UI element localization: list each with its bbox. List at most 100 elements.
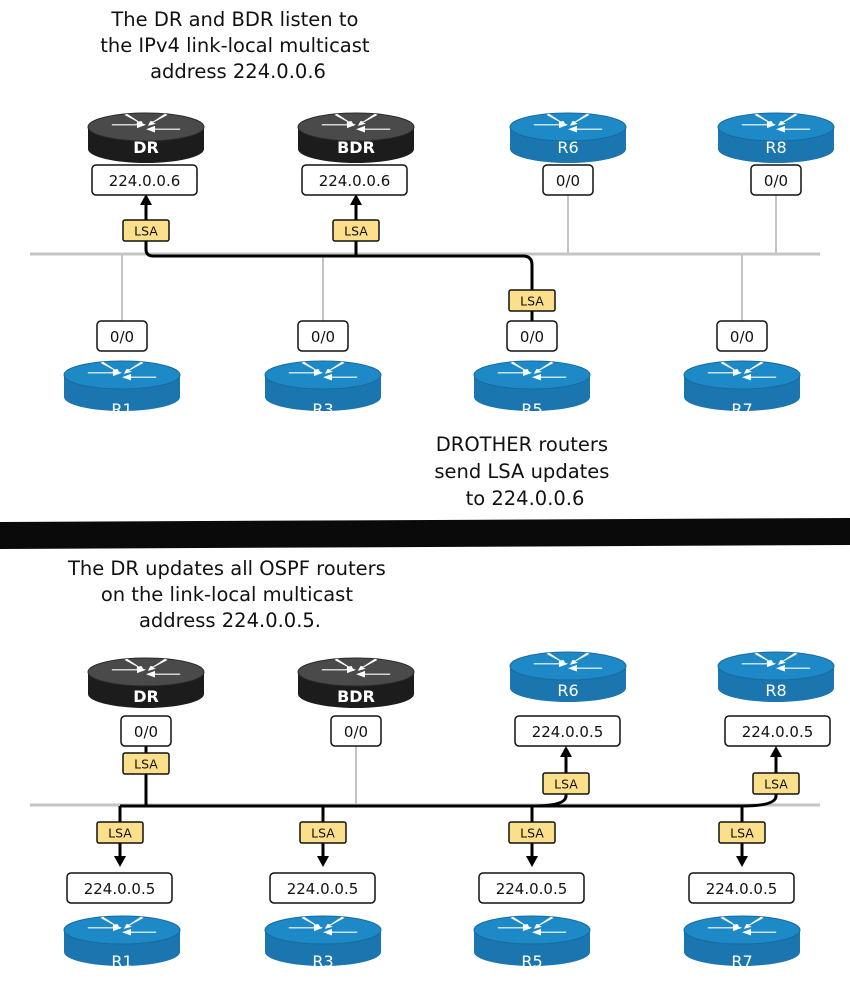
arrow-down-icon	[317, 856, 329, 867]
caption-line: The DR updates all OSPF routers	[67, 557, 386, 580]
interface-address: 224.0.0.5	[706, 880, 778, 898]
lsa-tag: LSA	[299, 821, 347, 844]
caption-line: to 224.0.0.6	[466, 487, 585, 510]
router-label: R1	[111, 952, 132, 971]
router-label: DR	[133, 138, 159, 157]
interface-address: 224.0.0.6	[109, 172, 181, 190]
interface-box-dr: 224.0.0.6	[91, 164, 198, 196]
interface-address: 224.0.0.5	[496, 880, 568, 898]
router-label: R1	[111, 400, 132, 419]
router-r5[interactable]: R5	[473, 915, 591, 971]
lsa-label: LSA	[311, 826, 335, 841]
interface-box-r5: 0/0	[506, 320, 558, 352]
caption-dr-bdr-listen: The DR and BDR listen to the IPv4 link-l…	[100, 8, 376, 83]
interface-box-r1: 224.0.0.5	[66, 872, 173, 904]
router-r6[interactable]: R6	[509, 651, 627, 702]
router-label: R3	[312, 952, 333, 971]
lsa-tag: LSA	[752, 772, 800, 795]
caption-line: address 224.0.0.5.	[139, 609, 321, 632]
interface-box-r7: 0/0	[716, 320, 768, 352]
router-r6[interactable]: R6	[509, 112, 627, 163]
lsa-tag: LSA	[332, 219, 380, 242]
router-r3[interactable]: R3	[264, 915, 382, 971]
router-r8[interactable]: R8	[717, 112, 835, 163]
lsa-label: LSA	[134, 224, 158, 239]
caption-line: the IPv4 link-local multicast	[100, 34, 370, 57]
router-r7[interactable]: R7	[683, 915, 801, 971]
arrow-down-icon	[736, 856, 748, 867]
lsa-path-to-dr	[144, 205, 534, 322]
interface-box-dr: 0/0	[120, 715, 172, 747]
router-dr[interactable]: DR	[87, 112, 205, 163]
router-label: R6	[557, 138, 578, 157]
caption-drother-send: DROTHER routers send LSA updates to 224.…	[434, 433, 615, 510]
lsa-label: LSA	[554, 777, 578, 792]
interface-box-r6: 224.0.0.5	[514, 715, 621, 747]
router-label: R6	[557, 681, 578, 700]
caption-line: on the link-local multicast	[101, 583, 354, 606]
interface-box-r1: 0/0	[96, 320, 148, 352]
router-label: R7	[731, 952, 752, 971]
lsa-label: LSA	[344, 224, 368, 239]
interface-box-r6: 0/0	[542, 164, 594, 196]
router-dr[interactable]: DR	[87, 657, 205, 708]
lsa-tag: LSA	[122, 752, 170, 775]
interface-address: 0/0	[764, 172, 788, 190]
lsa-label: LSA	[134, 757, 158, 772]
lsa-path-to-r8	[741, 757, 778, 808]
router-label: DR	[133, 687, 159, 706]
router-label: R8	[765, 681, 786, 700]
interface-address: 0/0	[110, 328, 134, 346]
interface-address: 0/0	[134, 723, 158, 741]
router-r8[interactable]: R8	[717, 651, 835, 702]
interface-box-r7: 224.0.0.5	[688, 872, 795, 904]
router-r5[interactable]: R5	[473, 360, 591, 419]
interface-address: 0/0	[344, 723, 368, 741]
router-r7[interactable]: R7	[683, 360, 801, 419]
caption-line: The DR and BDR listen to	[110, 8, 358, 31]
arrow-up-icon	[560, 746, 572, 757]
lsa-tag: LSA	[508, 821, 556, 844]
lsa-tag: LSA	[508, 289, 556, 312]
lsa-label: LSA	[520, 294, 544, 309]
router-label: R3	[312, 400, 333, 419]
lsa-tag: LSA	[542, 772, 590, 795]
interface-box-r3: 224.0.0.5	[269, 872, 376, 904]
interface-box-r3: 0/0	[297, 320, 349, 352]
bottom-panel: The DR updates all OSPF routers on the l…	[30, 557, 835, 971]
interface-box-r5: 224.0.0.5	[478, 872, 585, 904]
router-label: R7	[731, 400, 752, 419]
router-r1[interactable]: R1	[63, 915, 181, 971]
router-bdr[interactable]: BDR	[297, 112, 415, 163]
interface-address: 0/0	[730, 328, 754, 346]
lsa-label: LSA	[108, 826, 132, 841]
router-bdr[interactable]: BDR	[297, 657, 415, 708]
caption-line: address 224.0.0.6	[150, 60, 326, 83]
lsa-tag: LSA	[718, 821, 766, 844]
router-label: R8	[765, 138, 786, 157]
interface-address: 224.0.0.5	[287, 880, 359, 898]
router-label: BDR	[337, 687, 375, 706]
arrow-up-icon	[770, 746, 782, 757]
interface-box-r8: 0/0	[750, 164, 802, 196]
interface-box-r8: 224.0.0.5	[724, 715, 831, 747]
caption-dr-updates: The DR updates all OSPF routers on the l…	[67, 557, 392, 632]
router-label: R5	[521, 952, 542, 971]
lsa-label: LSA	[764, 777, 788, 792]
interface-address: 0/0	[311, 328, 335, 346]
lsa-tag: LSA	[122, 219, 170, 242]
interface-address: 224.0.0.5	[84, 880, 156, 898]
router-r3[interactable]: R3	[264, 360, 382, 419]
interface-box-bdr: 224.0.0.6	[301, 164, 408, 196]
interface-address: 224.0.0.5	[532, 723, 604, 741]
arrow-up-icon	[140, 194, 152, 205]
caption-line: DROTHER routers	[436, 433, 608, 456]
router-r1[interactable]: R1	[63, 360, 181, 419]
interface-address: 0/0	[556, 172, 580, 190]
lsa-label: LSA	[520, 826, 544, 841]
section-divider	[0, 518, 850, 549]
lsa-path-to-r6	[531, 757, 568, 808]
interface-box-bdr: 0/0	[330, 715, 382, 747]
arrow-down-icon	[114, 856, 126, 867]
